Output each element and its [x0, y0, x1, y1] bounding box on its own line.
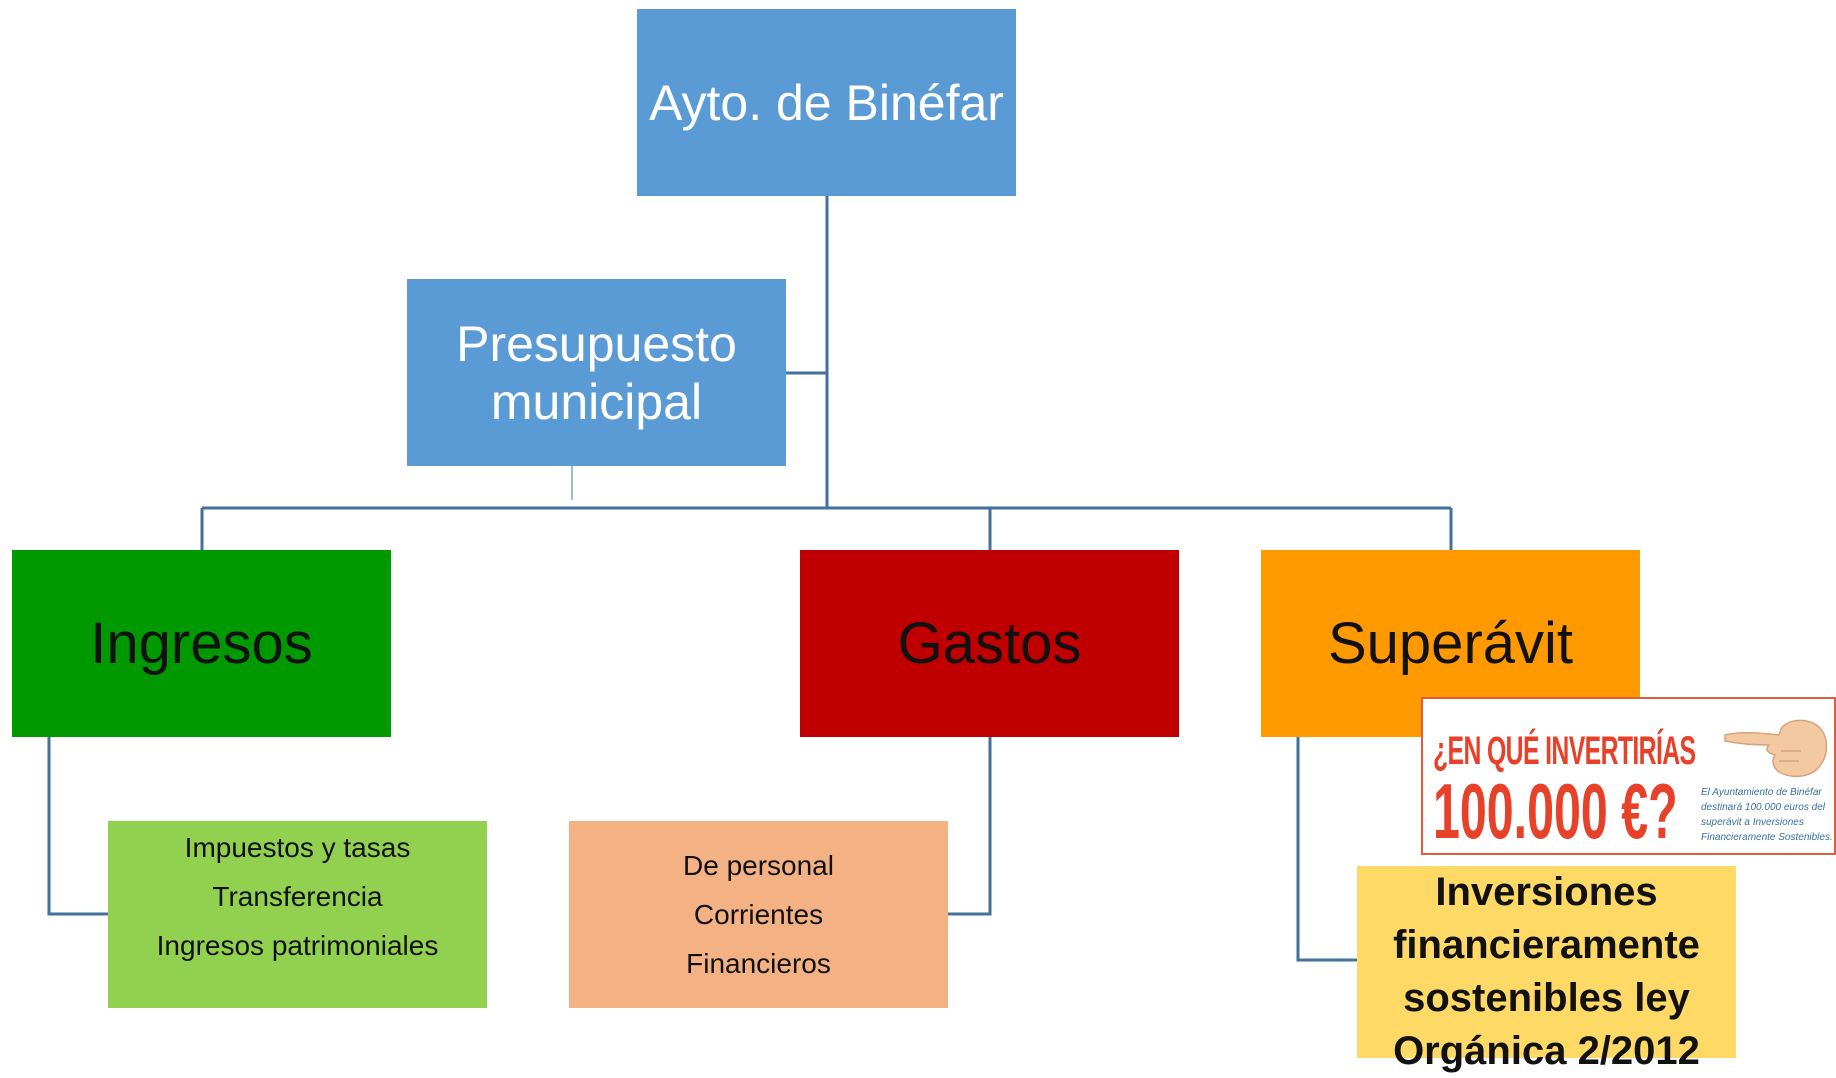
- ingresos-item: Ingresos patrimoniales: [156, 930, 439, 961]
- superavit-item: Orgánica 2/2012: [1393, 1029, 1700, 1073]
- gastos-item: Financieros: [686, 948, 831, 979]
- superavit-detail-node: Inversiones financieramente sostenibles …: [1357, 866, 1736, 1073]
- budget-label-line1: Presupuesto: [456, 315, 737, 372]
- gastos-item: De personal: [683, 850, 834, 881]
- superavit-item: financieramente: [1393, 923, 1700, 967]
- promo-headline: ¿EN QUÉ INVERTIRÍAS: [1433, 729, 1696, 773]
- ingresos-detail-node: Impuestos y tasas Transferencia Ingresos…: [108, 821, 487, 1008]
- pointing-hand-icon: [1724, 719, 1828, 778]
- root-node: Ayto. de Binéfar: [637, 9, 1016, 196]
- ingresos-label: Ingresos: [90, 611, 313, 676]
- promo-banner: ¿EN QUÉ INVERTIRÍAS 100.000 €? El Ayunta…: [1421, 697, 1836, 855]
- superavit-elbow: [1296, 737, 1357, 962]
- promo-amount: 100.000 €?: [1433, 767, 1678, 855]
- superavit-item: Inversiones: [1435, 870, 1658, 914]
- superavit-label: Superávit: [1327, 611, 1574, 676]
- ingresos-item: Impuestos y tasas: [184, 832, 411, 863]
- gastos-label: Gastos: [897, 611, 1082, 676]
- ingresos-elbow: [47, 737, 108, 916]
- budget-node: Presupuesto municipal: [407, 279, 786, 466]
- gastos-node: Gastos: [800, 550, 1179, 737]
- ingresos-node: Ingresos: [12, 550, 391, 737]
- gastos-detail-node: De personal Corrientes Financieros: [569, 821, 948, 1008]
- promo-note: El Ayuntamiento de Binéfar destinará 100…: [1701, 787, 1833, 843]
- ingresos-item: Transferencia: [212, 881, 383, 912]
- root-label: Ayto. de Binéfar: [649, 74, 1004, 131]
- superavit-item: sostenibles ley: [1403, 976, 1690, 1020]
- budget-label-line2: municipal: [490, 373, 703, 430]
- gastos-elbow: [948, 737, 992, 916]
- gastos-item: Corrientes: [693, 899, 824, 930]
